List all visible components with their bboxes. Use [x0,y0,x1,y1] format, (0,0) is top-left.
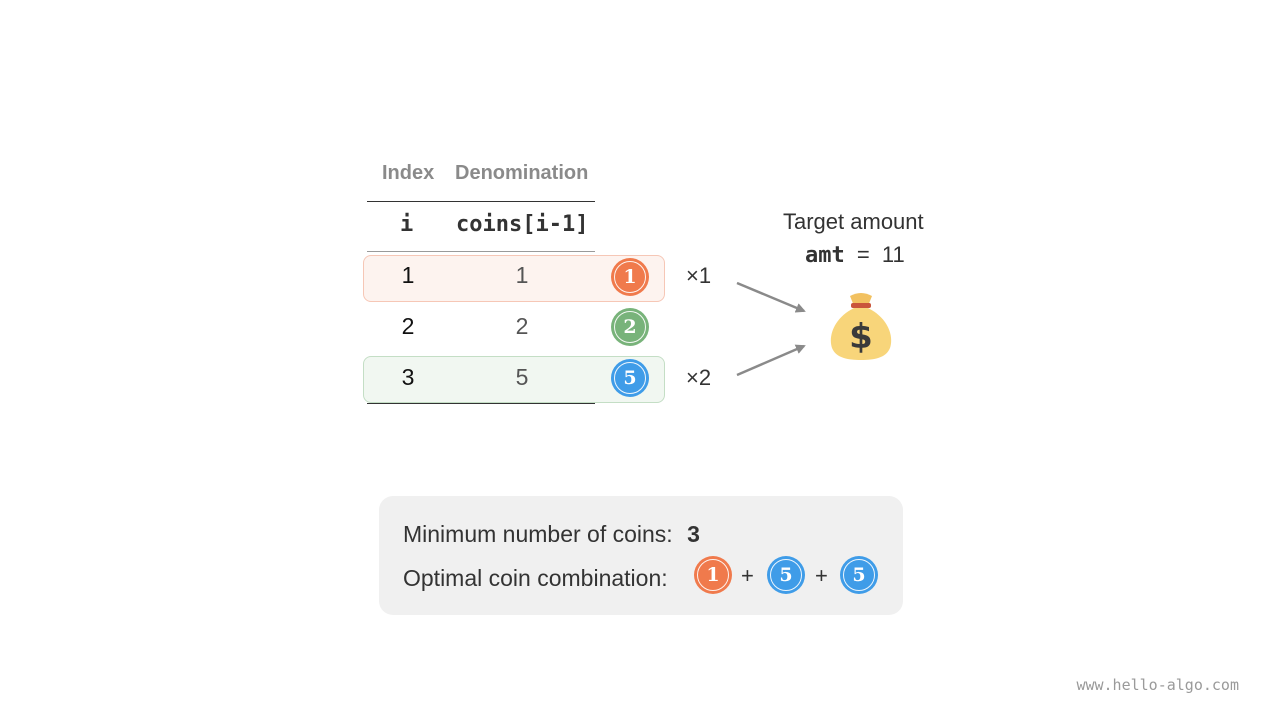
combo-coin-2-label: 5 [770,559,802,591]
arrow-row-3 [736,344,806,377]
row-1-multiplier: ×1 [686,263,712,288]
target-expression: amt = 11 [805,242,905,268]
combo-coin-1-icon: 1 [694,556,732,594]
combo-label: Optimal coin combination: [403,565,668,591]
money-bag-icon: $ [830,293,892,360]
min-coins-value: 3 [687,521,700,547]
combo-plus-1: + [741,563,754,588]
combo-coin-3-icon: 5 [840,556,878,594]
combo-coin-3-label: 5 [843,559,875,591]
coin-5-icon: 5 [611,359,649,397]
row-1-index: 1 [401,262,415,288]
header-denomination: Denomination [455,162,589,184]
coin-1-icon: 1 [611,258,649,296]
row-3-value: 5 [515,364,529,390]
coin-2-icon: 2 [611,308,649,346]
coin-5-label: 5 [614,362,646,394]
row-3-index: 3 [401,364,415,390]
svg-text:$: $ [849,317,873,357]
header-index: Index [382,162,435,184]
combo-coin-2-icon: 5 [767,556,805,594]
row-3-multiplier: ×2 [686,365,712,390]
coin-2-label: 2 [614,311,646,343]
site-watermark: www.hello-algo.com [1076,676,1239,694]
target-var: amt [805,243,845,268]
row-1-value: 1 [515,262,529,288]
table-bottom-rule [367,403,595,404]
header-top-rule [367,201,595,202]
target-value: 11 [881,242,905,267]
target-eq: = [856,242,870,267]
row-2-index: 2 [401,313,415,339]
target-label: Target amount [783,209,924,234]
arrow-row-1 [736,281,806,313]
summary-box: Minimum number of coins: 3 Optimal coin … [379,496,903,615]
min-coins-line: Minimum number of coins: 3 [403,521,700,548]
row-2-value: 2 [515,313,529,339]
subheader-denomination: coins[i-1] [456,212,589,237]
coin-1-label: 1 [614,261,646,293]
combo-coin-1-label: 1 [697,559,729,591]
combo-plus-2: + [815,563,828,588]
header-bottom-rule [367,251,595,252]
min-coins-label: Minimum number of coins: [403,521,673,547]
subheader-index: i [400,212,414,237]
